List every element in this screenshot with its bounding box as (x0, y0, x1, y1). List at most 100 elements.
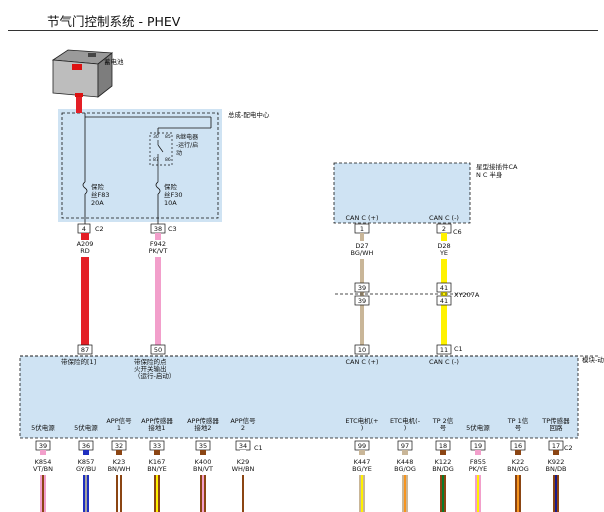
star-pin-number: 1 (360, 225, 364, 233)
relay-label-line1: R继电器 (176, 133, 198, 141)
inline-pin-box (354, 295, 370, 306)
wire-code: K23 (113, 458, 126, 466)
wire-stripe (202, 475, 204, 512)
module-pin-label: TP 2信 (432, 416, 454, 425)
pdc-pin-number: 4 (82, 225, 86, 233)
wire-color: BN/WH (108, 465, 131, 473)
wire-stub (440, 450, 446, 455)
wire-color: VT/BN (33, 465, 53, 473)
module-pin-label: ) (361, 424, 364, 432)
wire-f942 (155, 257, 161, 345)
wire-stripe (361, 475, 363, 512)
wire-code: K167 (149, 458, 166, 466)
module-top-pin-label: （运行-启动） (134, 371, 175, 380)
wire-code: K29 (237, 458, 250, 466)
relay-label-line3: 动 (176, 150, 182, 157)
fuse-f83-line2: 丝F83 (91, 190, 110, 199)
wire-color: BN/DB (546, 465, 567, 473)
module-top-pin-number: 87 (81, 346, 89, 354)
module-pin-label: 接地1 (148, 423, 165, 432)
module-pin-label: 接地2 (194, 423, 211, 432)
inline-pin-box (436, 295, 452, 306)
module-bottom-pin-number: 34 (239, 442, 247, 450)
module-pin-label: 号 (515, 424, 522, 432)
fuse-f83-line1: 保险 (91, 182, 105, 191)
module-pin-label: ETC电机(- (390, 416, 421, 425)
star-connector-line2: N C 半身 (476, 170, 503, 179)
wire-stub (359, 450, 365, 455)
wire-stub (553, 450, 559, 455)
module-top-pin-label: CAN C (-) (429, 358, 459, 366)
module-bottom-pin-number: 97 (401, 442, 409, 450)
relay-pin-30: 30 (153, 134, 159, 140)
relay-box (149, 132, 173, 166)
battery-icon (51, 49, 114, 98)
module-top-pin-label: 带保险的[1] (61, 357, 96, 366)
module-connector-c1: C1 (254, 444, 263, 452)
relay-pin-87: 87 (153, 157, 159, 163)
star-connector-id: C6 (453, 228, 462, 236)
relay-label-line2: -运行/启 (176, 141, 198, 149)
relay-pin-86: 86 (165, 157, 171, 163)
wire-stub (40, 450, 46, 455)
module-bottom-pins: 5伏电源39K854VT/BN5伏电源36K857GY/BUAPP信号132K2… (31, 416, 570, 512)
wire-code: K857 (78, 458, 95, 466)
wire-stub (154, 450, 160, 455)
inline-pin-number: 39 (358, 297, 366, 305)
module-pin-label: 5伏电源 (74, 423, 98, 432)
wire-d27-stub (360, 233, 364, 241)
wire-code: K854 (35, 458, 52, 466)
module-bottom-pin-number: 33 (153, 442, 161, 450)
wire-stub (83, 450, 89, 455)
pdc-connector-label: C2 (95, 225, 104, 233)
module-pin-label: ) (404, 424, 407, 432)
wire-color: PK/VT (149, 247, 168, 255)
module-bottom-pin-number: 99 (358, 442, 366, 450)
module-connector-c2: C2 (564, 444, 573, 452)
inline-pin-box (354, 282, 370, 293)
wire-stripe (555, 475, 557, 512)
module-top-pin-label: 火开关输出 (134, 364, 167, 373)
wire-color: RD (80, 247, 90, 255)
title-rule (8, 30, 598, 31)
wire-code: D28 (437, 242, 450, 250)
pdc-pin-number: 38 (154, 225, 162, 233)
wire-stripe (442, 475, 444, 512)
star-connector-box (333, 162, 471, 224)
wire-f942-stub (155, 233, 161, 240)
wire-color: BG/WH (351, 249, 374, 257)
inline-pin-number: 41 (440, 297, 448, 305)
module-pin-label: 号 (440, 424, 447, 432)
inline-pin-number: 41 (440, 284, 448, 292)
distribution-center-box (58, 109, 222, 222)
module-bottom-pin-number: 17 (552, 442, 560, 450)
wire-d28-stub (441, 233, 447, 241)
module-top-pin-box (354, 344, 370, 355)
module-pin-label: 1 (117, 424, 121, 432)
module-bottom-pin-number: 36 (82, 442, 90, 450)
fuse-f30-line1: 保险 (164, 182, 178, 191)
module-pin-label: APP信号 (230, 416, 256, 425)
fuse-f83-line3: 20A (91, 199, 104, 207)
wire-stub (240, 450, 246, 455)
wire-a209 (81, 257, 89, 345)
wire-color: BN/YE (147, 465, 167, 473)
relay-pin-85: 85 (165, 134, 171, 140)
module-top-pin-number: 50 (154, 346, 162, 354)
module-pin-label: APP信号 (106, 416, 132, 425)
pdc-connector-label: C3 (168, 225, 177, 233)
fuse-f30-line2: 丝F30 (164, 190, 183, 199)
wire-stub (116, 450, 122, 455)
module-connector-top: C1 (454, 345, 463, 353)
wire-code: D27 (355, 242, 368, 250)
inline-pin-number: 39 (358, 284, 366, 292)
module-top-pin-label: CAN C (+) (345, 358, 378, 366)
wire-stripe (85, 475, 87, 512)
distribution-center-label: 总成-配电中心 (228, 110, 270, 119)
wire-stub (515, 450, 521, 455)
module-pin-label: 2 (241, 424, 245, 432)
module-pin-label: ETC电机(+ (345, 416, 378, 425)
module-top-pin-box (436, 344, 452, 355)
wire-stub (475, 450, 481, 455)
